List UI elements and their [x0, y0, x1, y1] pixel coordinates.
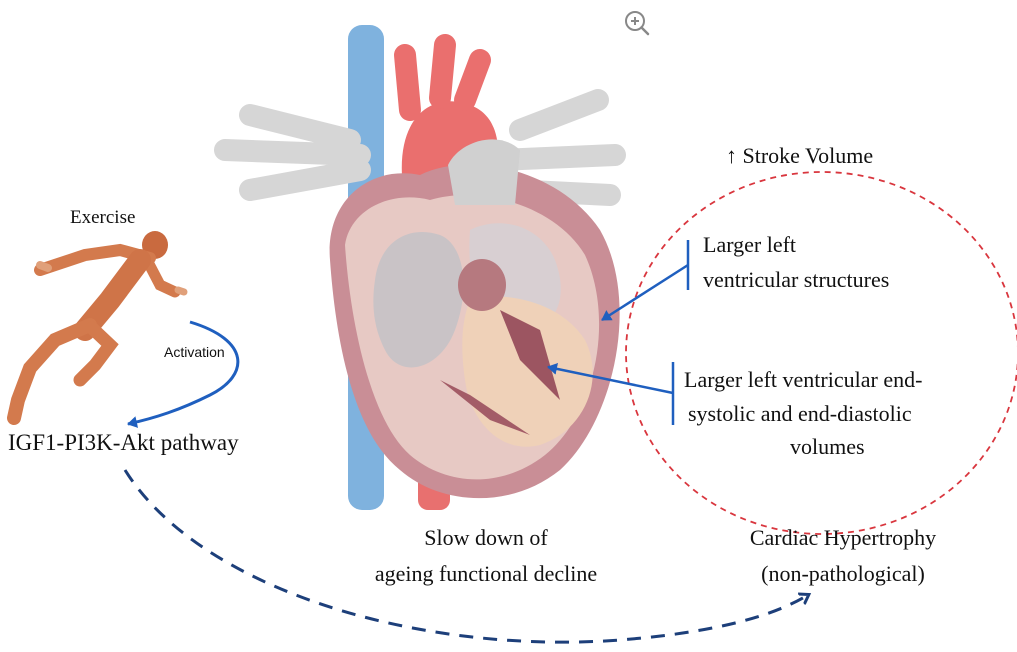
pathway-label: IGF1-PI3K-Akt pathway [8, 429, 239, 457]
hypertrophy-line1: Cardiac Hypertrophy [700, 524, 986, 552]
heart-anatomy [225, 25, 620, 510]
stroke-volume-label: ↑ Stroke Volume [726, 142, 873, 170]
runner-figure [14, 231, 184, 418]
effects-circle [626, 172, 1017, 534]
zoom-in-icon[interactable] [620, 6, 654, 40]
activation-arrow [128, 322, 238, 424]
larger-volumes-line1: Larger left ventricular end- [684, 366, 922, 394]
larger-structures-line2: ventricular structures [703, 266, 889, 294]
larger-volumes-line2: systolic and end-diastolic [688, 400, 912, 428]
larger-structures-line1: Larger left [703, 231, 796, 259]
activation-label: Activation [164, 344, 225, 360]
exercise-label: Exercise [70, 207, 135, 229]
larger-volumes-line3: volumes [790, 433, 865, 461]
slow-down-line2: ageing functional decline [350, 560, 622, 588]
slow-down-line1: Slow down of [370, 524, 602, 552]
hypertrophy-line2: (non-pathological) [700, 560, 986, 588]
